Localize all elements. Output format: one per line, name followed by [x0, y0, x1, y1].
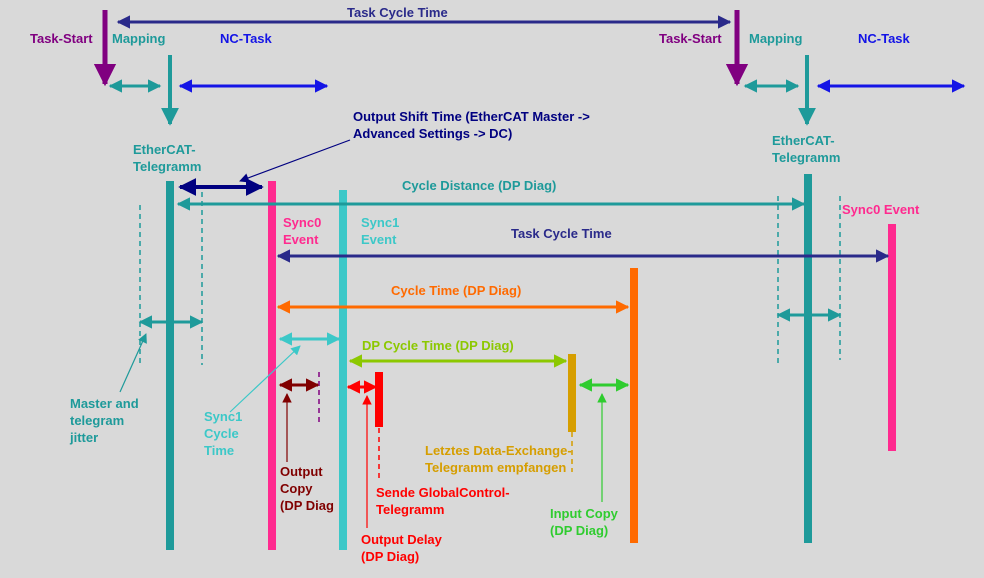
task-start-label-1: Task-Start	[30, 31, 93, 46]
output-copy-label: Output Copy (DP Diag	[280, 464, 334, 513]
dp-cycle-time-label: DP Cycle Time (DP Diag)	[362, 338, 514, 353]
mapping-label-2: Mapping	[749, 31, 803, 46]
output-shift-pointer	[239, 139, 351, 183]
sync0-event-label-1: Sync0 Event	[283, 215, 322, 247]
nc-task-label-1: NC-Task	[220, 31, 272, 46]
ethercat-telegramm-label-1: EtherCAT- Telegramm	[133, 142, 202, 174]
sync0-event-label-2: Sync0 Event	[842, 202, 920, 217]
task-start-label-2: Task-Start	[659, 31, 722, 46]
input-copy-label: Input Copy (DP Diag)	[550, 506, 618, 538]
sync1-cycle-time-label: Sync1 Cycle Time	[204, 409, 243, 458]
cycle-time-dp-label: Cycle Time (DP Diag)	[391, 283, 522, 298]
nc-task-label-2: NC-Task	[858, 31, 910, 46]
ethercat-telegramm-label-2: EtherCAT- Telegramm	[772, 133, 841, 165]
task-cycle-time-top-label: Task Cycle Time	[347, 5, 448, 20]
mapping-label-1: Mapping	[112, 31, 166, 46]
master-jitter-pointer	[119, 333, 147, 393]
master-jitter-label: Master and telegram jitter	[70, 396, 139, 445]
task-cycle-time-mid-label: Task Cycle Time	[511, 226, 612, 241]
output-delay-label: Output Delay (DP Diag)	[361, 532, 442, 564]
output-shift-time-label: Output Shift Time (EtherCAT Master -> Ad…	[353, 109, 590, 141]
cycle-distance-label: Cycle Distance (DP Diag)	[402, 178, 557, 193]
sync1-event-label: Sync1 Event	[361, 215, 400, 247]
sende-label: Sende GlobalControl- Telegramm	[376, 485, 510, 517]
letztes-label: Letztes Data-Exchange- Telegramm empfang…	[425, 443, 572, 475]
sync1-cycle-pointer	[229, 345, 301, 413]
